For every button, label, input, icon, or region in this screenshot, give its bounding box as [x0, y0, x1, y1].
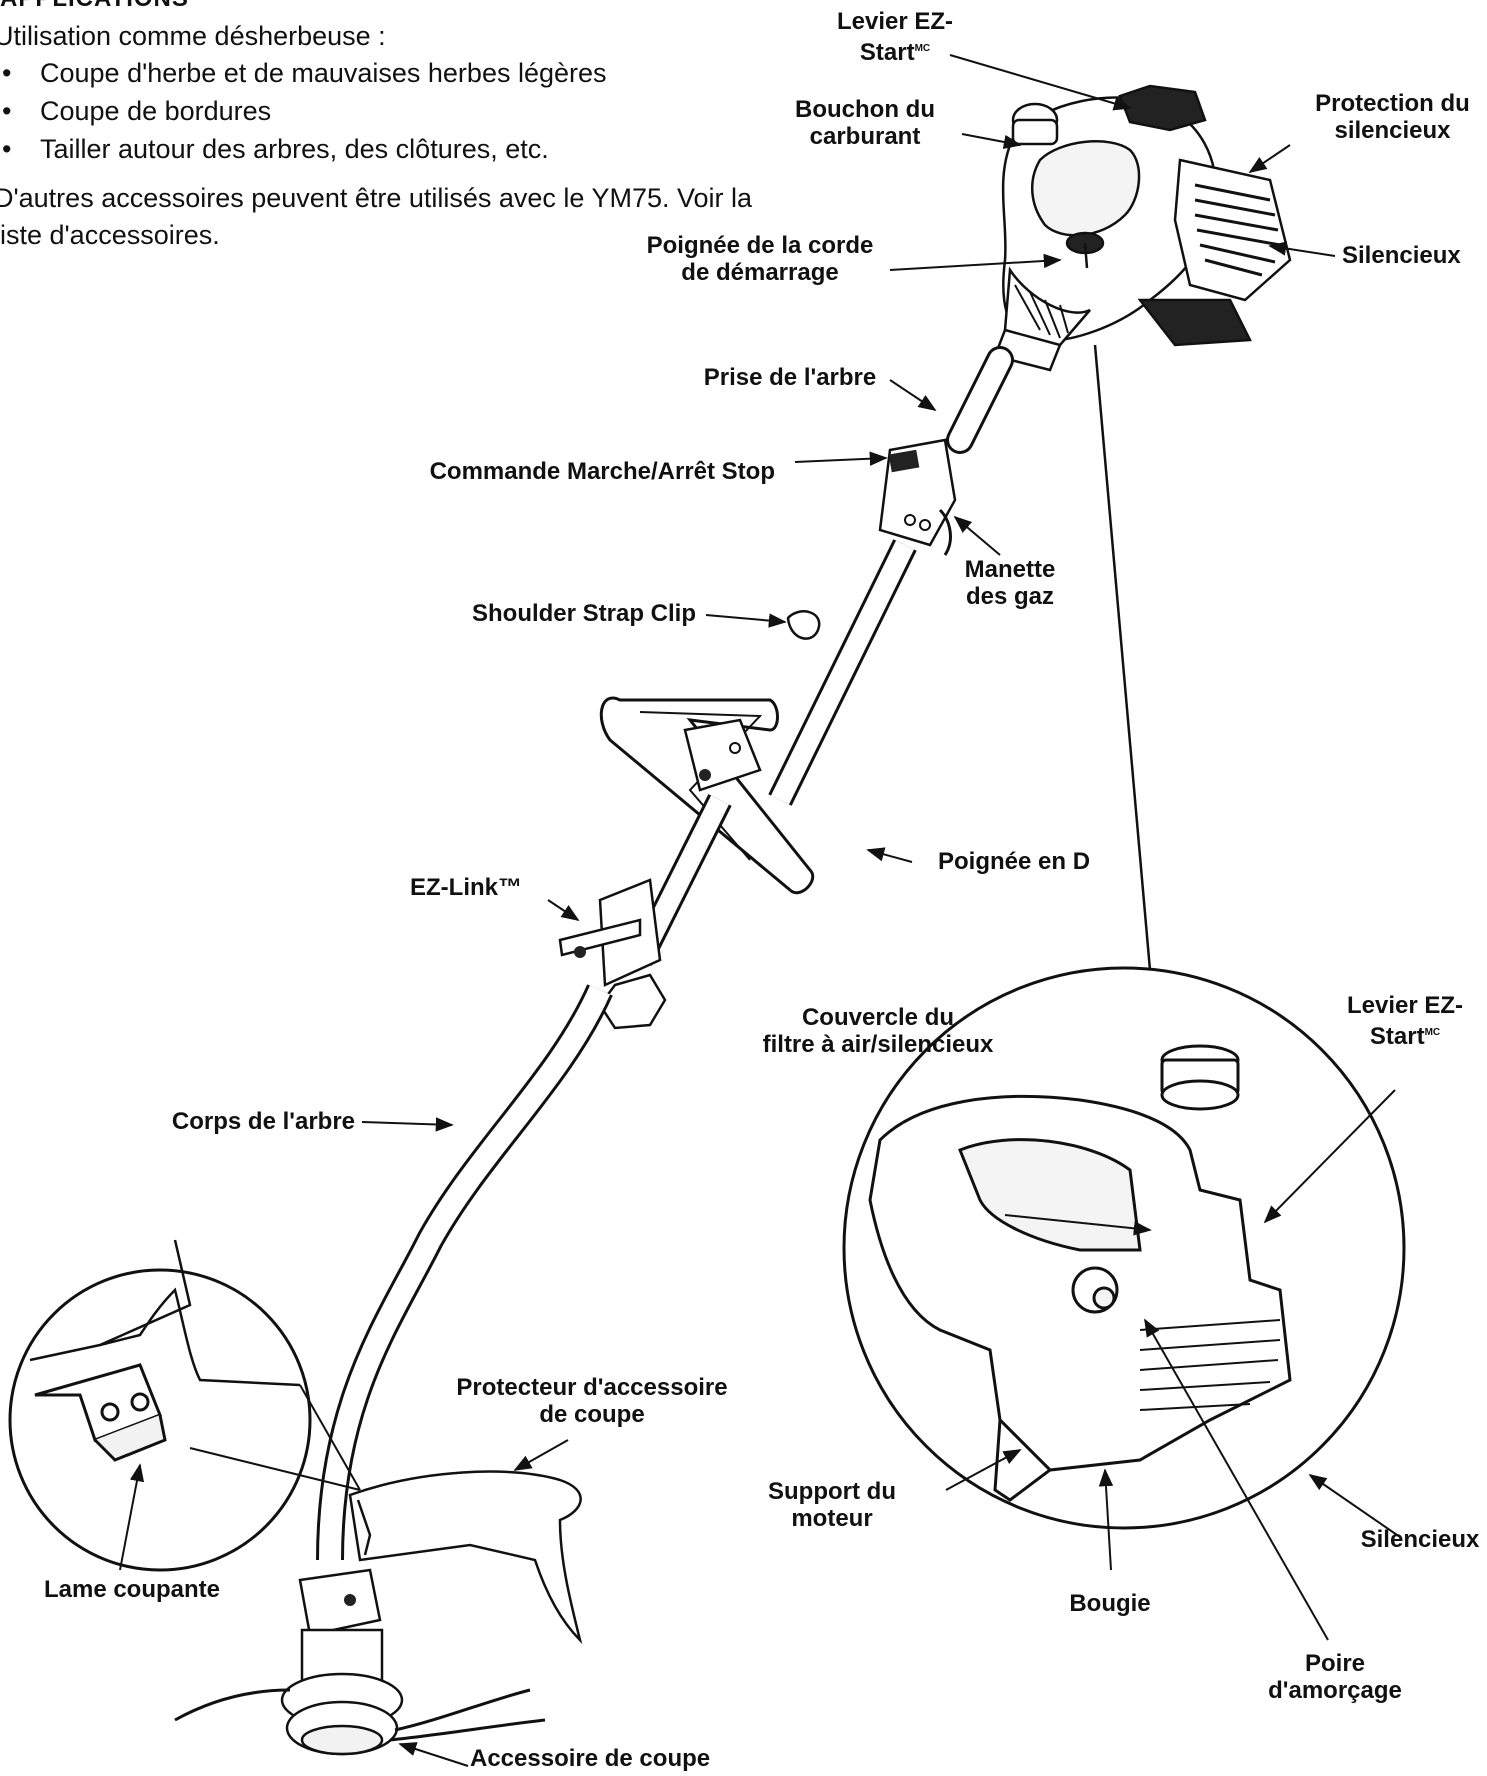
shaft-illustration	[316, 346, 1014, 1561]
label-accessoire-coupe: Accessoire de coupe	[470, 1745, 711, 1772]
list-item: • Tailler autour des arbres, des clôtures…	[0, 131, 607, 169]
label-corps-arbre: Corps de l'arbre	[171, 1108, 355, 1135]
label-silencieux-detail: Silencieux	[1360, 1526, 1480, 1553]
label-couvercle-filtre: Couvercle du filtre à air/silencieux	[762, 1004, 994, 1058]
bullet-icon: •	[2, 134, 12, 164]
engine-illustration	[993, 84, 1292, 372]
label-poignee-en-d: Poignée en D	[938, 848, 1091, 875]
label-manette-gaz: Manette des gaz	[964, 556, 1056, 610]
applications-list: • Coupe d'herbe et de mauvaises herbes lé…	[0, 55, 607, 169]
label-poignee-corde: Poignée de la corde de démarrage	[646, 232, 874, 286]
trimmer-head-illustration	[174, 1470, 583, 1756]
label-prise-arbre: Prise de l'arbre	[703, 364, 877, 391]
label-lame-coupante: Lame coupante	[43, 1576, 221, 1603]
label-levier-ez-start: Levier EZ- StartMC	[836, 8, 954, 66]
list-item: • Coupe d'herbe et de mauvaises herbes lé…	[0, 55, 607, 93]
label-shoulder-strap-clip: Shoulder Strap Clip	[471, 600, 696, 627]
applications-lead: Utilisation comme désherbeuse :	[0, 21, 386, 51]
label-poire-amorcage: Poire d'amorçage	[1268, 1650, 1402, 1704]
list-item-text: Coupe d'herbe et de mauvaises herbes lég…	[40, 58, 607, 88]
applications-heading: APPLICATIONS	[0, 0, 189, 17]
label-commande-marche-arret: Commande Marche/Arrêt Stop	[429, 458, 775, 485]
label-protection-silencieux: Protection du silencieux	[1315, 90, 1470, 144]
list-item: • Coupe de bordures	[0, 93, 607, 131]
engine-detail-circle	[842, 344, 1406, 1530]
label-protecteur-accessoire: Protecteur d'accessoire de coupe	[456, 1374, 728, 1428]
blade-detail-circle	[8, 1239, 361, 1572]
label-bouchon-carburant: Bouchon du carburant	[795, 96, 935, 150]
label-silencieux-top: Silencieux	[1342, 242, 1461, 269]
label-support-moteur: Support du moteur	[768, 1478, 896, 1532]
bullet-icon: •	[2, 96, 12, 126]
accessories-note: D'autres accessoires peuvent être utilis…	[0, 183, 753, 250]
label-levier-ez-start-detail: Levier EZ- StartMC	[1346, 992, 1464, 1050]
label-bougie: Bougie	[1069, 1590, 1151, 1617]
list-item-text: Tailler autour des arbres, des clôtures,…	[40, 134, 549, 164]
label-ez-link: EZ-Link™	[410, 874, 522, 901]
bullet-icon: •	[2, 58, 12, 88]
leader-arrows	[119, 54, 1401, 1767]
list-item-text: Coupe de bordures	[40, 96, 272, 126]
